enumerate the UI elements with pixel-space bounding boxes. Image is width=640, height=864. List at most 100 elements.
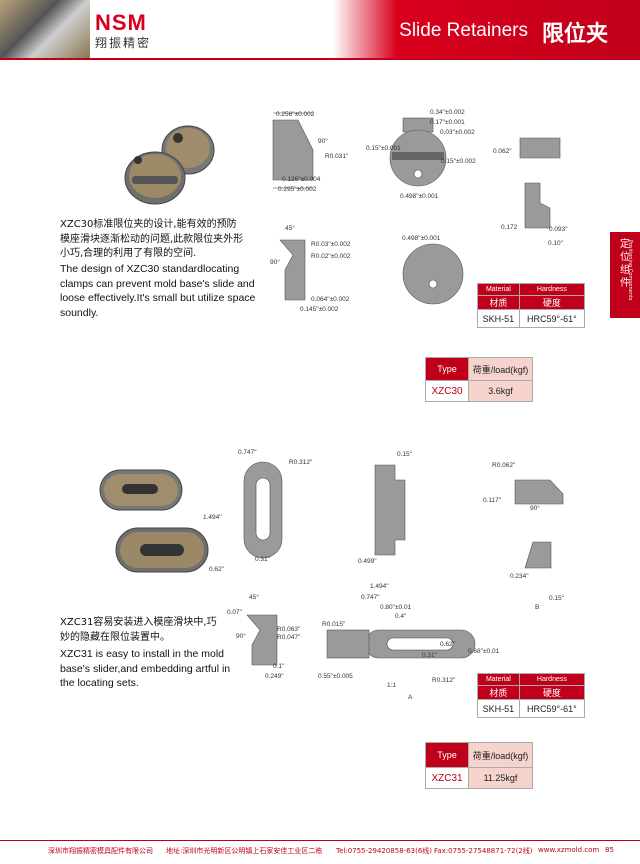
type-value: XZC30 [425,380,469,402]
dim-label: R0.063" [277,626,301,633]
footer-website[interactable]: www.xzmold.com [538,846,600,854]
th-material: Material [477,283,520,296]
dim-label: 0.117" [483,497,502,504]
xzc31-drawing-front [243,461,283,559]
xzc30-drawing-end [519,137,561,229]
dim-label: A [408,694,413,701]
dim-label: 0.172 [501,224,518,231]
dim-label: 0.10" [548,240,563,247]
header-photo-strip [0,0,90,58]
xzc31-material-table: Material Hardness 材质 硬度 SKH-51 HRC59°-61… [477,673,586,718]
type-value: XZC31 [425,767,469,789]
dim-label: 45° [285,225,295,232]
footer-divider [0,840,640,841]
xzc31-load-table: Type 荷重/load(kgf) XZC31 11.25kgf [425,742,533,789]
xzc30-drawing-front [389,117,447,187]
dim-label: 90° [318,138,328,145]
side-tab-label-cn: 定位组件 [620,239,630,289]
xzc30-material-table: Material Hardness 材质 硬度 SKH-51 HRC59°-61… [477,283,586,328]
xzc31-photo [99,469,209,573]
th-hardness-cn: 硬度 [518,295,586,310]
material-value: SKH-51 [477,309,520,328]
dim-label: 0.145"±0.002 [300,306,339,313]
xzc31-drawing-profile [246,614,278,666]
brand-name-cn: 翔振精密 [95,36,152,50]
dim-label: 0.15"±0.002 [441,158,476,165]
dim-label: 0.062" [493,148,512,155]
th-type: Type [425,742,469,768]
dim-label: 90° [530,505,540,512]
dim-label: 0.68"±0.01 [468,648,500,655]
dim-label: 0.249" [265,673,284,680]
dim-label: 0.80"±0.01 [380,604,412,611]
dim-label: R0.031" [325,153,349,160]
dim-label: 0.093" [549,226,568,233]
dim-label: 0.498"±0.001 [400,193,439,200]
dim-label: 0.234" [510,573,529,580]
th-hardness: Hardness [518,283,586,296]
xzc31-drawing-top [326,629,476,659]
dim-label: 1.494" [370,583,389,590]
dim-label: 0.126"±0.004 [282,176,321,183]
dim-label: 0.07" [227,609,242,616]
dim-label: 0.499" [358,558,377,565]
footer-fax: Fax:0755-27548871-72(2线) [434,847,533,855]
xzc30-load-table: Type 荷重/load(kgf) XZC30 3.6kgf [425,357,533,402]
footer-tel: Tel:0755-29420858-63(6线) [336,847,433,855]
material-value: SKH-51 [477,699,520,718]
dim-label: 0.03"±0.002 [440,129,475,136]
dim-label: R0.047" [277,634,301,641]
th-load: 荷重/load(kgf) [468,742,533,768]
page-title-cn: 限位夹 [541,22,608,47]
dim-label: R0.062" [492,462,516,469]
dim-label: R0.02"±0.002 [311,253,351,260]
dim-label: 0.064"±0.002 [311,296,350,303]
dim-label: 0.747" [238,449,257,456]
dim-label: 0.4" [395,613,407,620]
th-hardness-cn: 硬度 [518,685,586,700]
xzc30-description-cn: XZC30标准限位夹的设计,能有效的预防模座滑块逐渐松动的问题,此款限位夹外形小… [60,219,244,259]
side-tab-label-en: Positioning Components [627,240,633,301]
load-value: 3.6kgf [468,380,533,402]
th-hardness: Hardness [518,673,586,686]
xzc30-photo [124,125,215,205]
th-material-cn: 材质 [477,685,520,700]
dim-label: 0.62" [209,566,224,573]
xzc31-drawing-detail [514,479,564,569]
th-load: 荷重/load(kgf) [468,357,533,381]
th-material: Material [477,673,520,686]
xzc30-drawing-profile [279,239,306,301]
dim-label: 1.494" [203,514,222,521]
footer-address: 地址:深圳市光明新区公明镇上石家安佳工业区二栋 [166,847,323,855]
load-value: 11.25kgf [468,767,533,789]
dim-label: 90° [236,633,246,640]
footer-company: 深圳市翔振精密模具配件有限公司 [48,847,153,855]
dim-label: 0.55"±0.005 [318,673,353,680]
th-material-cn: 材质 [477,295,520,310]
xzc30-drawing-top [402,243,464,305]
hardness-value: HRC59°-61° [518,309,586,328]
dim-label: 0.34"±0.002 [430,109,465,116]
dim-label: R0.312" [432,677,456,684]
dim-label: 0.31" [422,652,437,659]
dim-label: 0.747" [361,594,380,601]
page-number: 85 [605,846,614,854]
dim-label: 0.31" [255,556,270,563]
dim-label: 0.1" [273,663,285,670]
dim-label: 90° [270,259,280,266]
dim-label: 0.15" [397,451,412,458]
xzc30-drawing-side [272,112,314,189]
dim-label: 0.17"±0.001 [430,119,465,126]
side-section-tab: 定位组件 Positioning Components [610,232,640,318]
dim-label: 0.15" [549,595,564,602]
dim-label: 0.256"±0.002 [276,111,315,118]
xzc31-description-cn: XZC31容易安装进入模座滑块中,巧妙的隐藏在限位装置中。 [60,617,217,643]
dim-label: 1:1 [387,682,397,689]
dim-label: B [535,604,540,611]
xzc31-drawing-side [374,464,406,556]
page-title-en: Slide Retainers [399,20,528,41]
dim-label: 0.295"±0.002 [278,186,317,193]
header-band [0,0,640,58]
dim-label: R0.312" [289,459,313,466]
xzc30-description-en: The design of XZC30 standardlocating cla… [60,263,256,319]
